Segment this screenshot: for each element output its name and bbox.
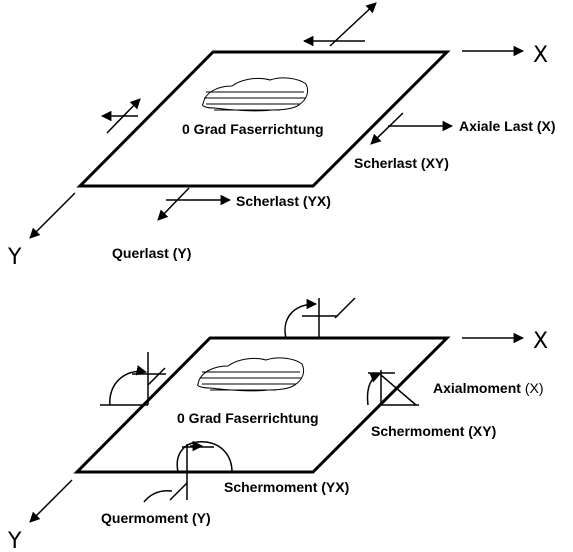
bottom-plate <box>73 336 451 474</box>
bottom-y-axis-arrow <box>29 479 73 523</box>
bottom-y-axis-label: Y <box>7 529 22 552</box>
shear-moment-yx-label: Schermoment (YX) <box>224 479 349 495</box>
top-diagram: X Y 0 Grad Faserrichtung Axiale Last (X)… <box>7 2 555 270</box>
top-y-axis-arrow <box>29 192 76 239</box>
bottom-x-axis-label: X <box>533 329 548 354</box>
right-edge-moment-symbol <box>366 370 419 406</box>
top-x-axis-label: X <box>533 43 548 68</box>
bottom-fiber-sketch <box>197 357 305 392</box>
left-edge-diagonal-arrow <box>106 98 141 134</box>
transverse-load-label: Querlast (Y) <box>112 245 191 261</box>
shear-load-xy-label: Scherlast (XY) <box>354 155 449 171</box>
top-edge-moment-symbol <box>284 297 356 339</box>
transverse-moment-label: Quermoment (Y) <box>101 510 211 526</box>
axial-moment-label: Axialmoment (X) <box>433 380 543 396</box>
bottom-fiber-label: 0 Grad Faserrichtung <box>177 410 319 426</box>
left-edge-moment-symbol <box>100 352 166 406</box>
shear-load-xy-arrow <box>370 112 404 145</box>
top-plate <box>76 50 451 188</box>
transverse-load-arrow <box>157 187 190 221</box>
top-edge-diagonal-arrow <box>329 2 377 47</box>
bottom-diagram: X Y 0 Grad Faserrichtung Axialmoment (X)… <box>7 297 548 552</box>
top-fiber-sketch <box>202 77 309 112</box>
top-y-axis-label: Y <box>7 245 22 270</box>
top-fiber-label: 0 Grad Faserrichtung <box>182 121 324 137</box>
shear-load-yx-label: Scherlast (YX) <box>236 193 331 209</box>
axial-load-label: Axiale Last (X) <box>459 118 555 134</box>
bottom-edge-moment-symbol <box>143 440 233 503</box>
shear-moment-xy-label: Schermoment (XY) <box>371 423 496 439</box>
